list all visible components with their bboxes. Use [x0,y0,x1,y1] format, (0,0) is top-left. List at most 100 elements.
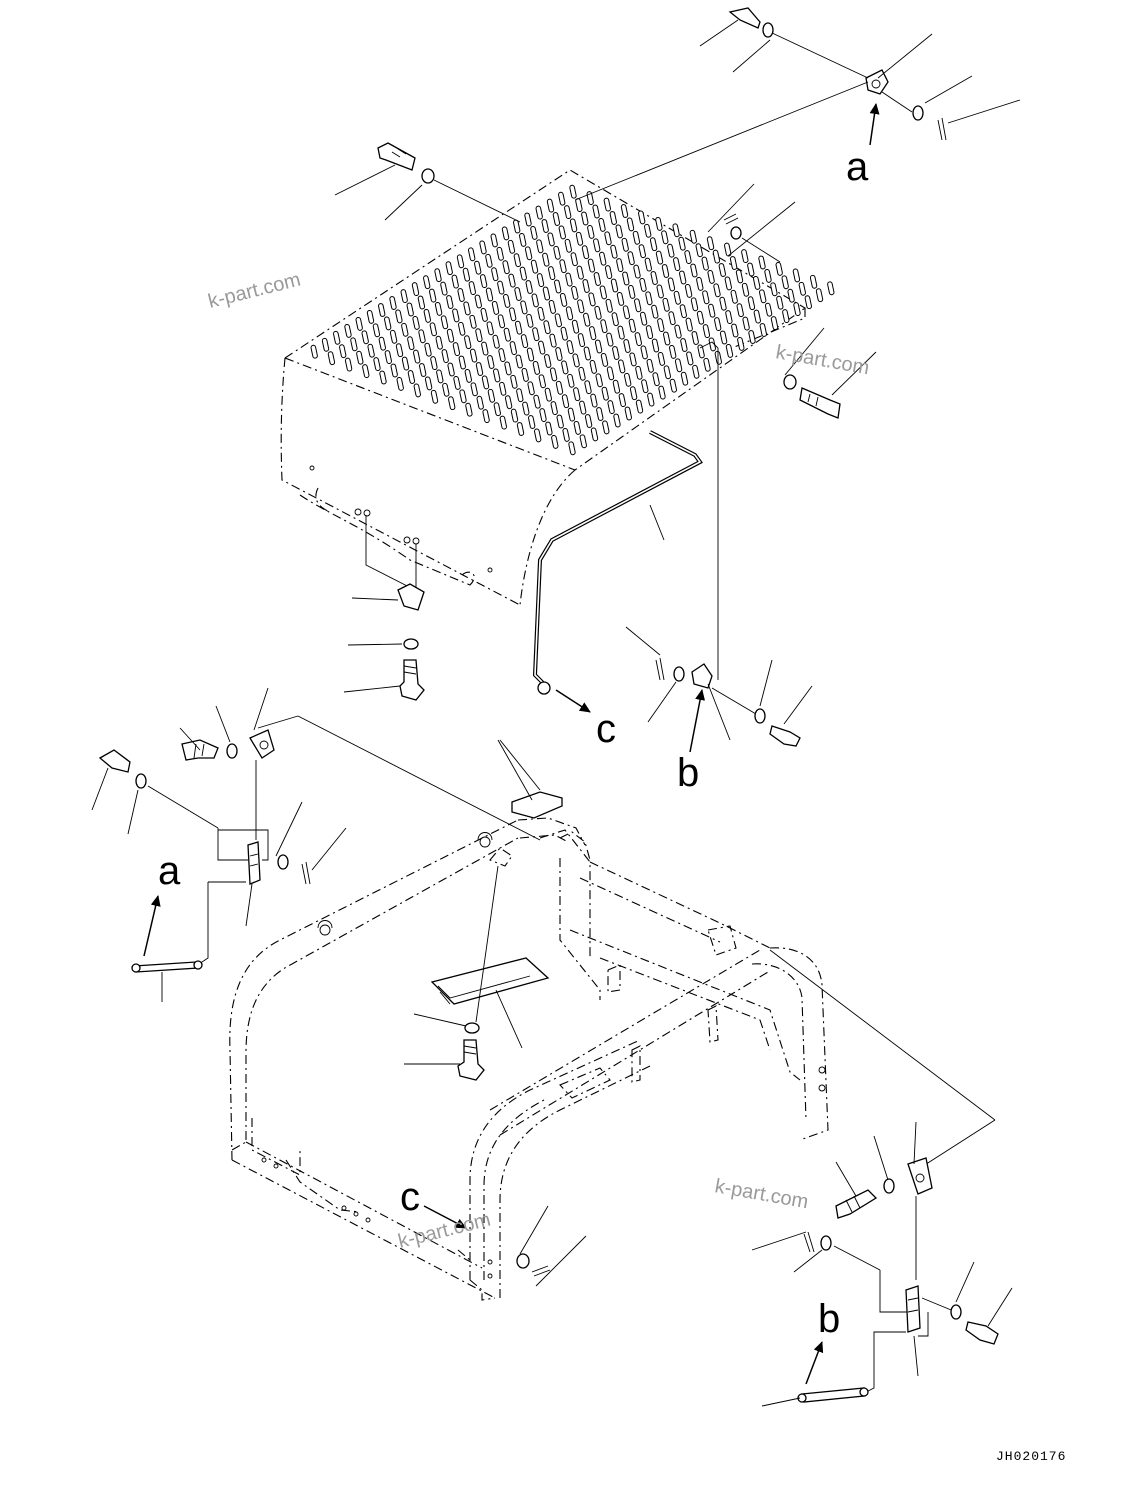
perforation-slot [366,309,375,324]
perforation-slot [575,198,583,213]
perforation-slot [770,316,779,331]
perforation-slot [662,297,670,312]
perforation-slot [680,338,688,352]
perforation-slot [639,277,647,292]
perforation-slot [629,352,637,367]
perforation-slot [479,274,488,289]
perforation-slot [429,322,437,337]
watermark-2: k-part.com [774,341,871,379]
perforation-slot [451,274,459,289]
perforation-slot [464,335,472,350]
perforation-slot [481,375,490,390]
perforation-slot [747,296,756,311]
perforation-slot [486,321,494,336]
perforation-slot [719,330,728,345]
perforation-slot [554,279,562,294]
perforation-slot [561,394,570,409]
perforation-slot [526,313,534,328]
perforation-slot [470,382,478,397]
perforation-slot [661,264,670,278]
perforation-slot [463,301,471,316]
perforation-slot [764,302,773,317]
perforation-slot [729,256,738,270]
perforation-slot [584,380,592,395]
perforation-slot [640,345,648,360]
perforation-slot [551,434,559,449]
perforation-slot [731,323,739,338]
perforation-slot [792,268,801,283]
perforation-slot [542,252,550,267]
perforation-slot [581,245,590,260]
perforation-slot [516,422,525,436]
perforation-slot [446,328,455,343]
perforation-slot [571,285,579,300]
perforation-slot [809,274,818,289]
guard-cover [280,169,835,606]
perforation-slot [384,316,392,331]
perforation-slot [679,304,687,319]
perforation-slot [513,253,521,268]
perforation-slot [748,330,756,344]
perforation-slot [680,371,689,386]
perforation-slot [764,268,772,283]
perforation-slot [579,434,587,449]
perforation-slot [639,311,648,326]
perforation-slot [669,378,677,393]
perforation-slot [798,281,806,296]
perforation-slot [474,260,482,275]
perforation-slot [567,373,575,388]
perforation-slot [706,236,715,251]
perforation-slot [612,346,620,360]
perforation-slot [674,358,683,373]
perforation-slot [535,205,543,220]
perforation-slot [559,259,567,274]
perforation-slot [804,295,812,310]
perforation-slot [633,264,641,279]
perforation-slot [558,225,566,240]
perforation-slot [689,229,697,244]
perforation-slot [498,348,506,363]
perforation-slot [525,280,533,294]
perforation-slot [327,351,336,366]
perforation-slot [493,368,501,383]
perforation-slot [446,295,454,309]
frame-pin-c: c [400,1175,587,1287]
perforation-slot [674,324,682,339]
perforation-slot [713,283,721,298]
perforation-slot [770,282,778,297]
perforation-slot [479,240,487,255]
perforation-slot [491,267,499,282]
perforation-slot [736,303,744,318]
perforation-slot [602,420,610,435]
perforation-slot [644,257,652,272]
perforation-slot [626,217,635,232]
perforation-slot [587,224,595,239]
perforation-slot [564,238,572,253]
perforation-slot [520,334,529,349]
perforation-slot [672,223,680,238]
perforation-slot [616,258,624,273]
perforation-slot [453,375,461,390]
perforation-slot [621,237,629,252]
bolt-cover-right [783,327,877,419]
perforation-slot [576,265,584,280]
perforation-slot [575,231,584,246]
perforation-slot [644,223,652,238]
perforation-slot [519,266,527,281]
perforation-slot [481,341,489,356]
perforation-slot [378,303,386,317]
perforation-slot [718,263,726,277]
perforation-slot [787,288,795,303]
perforation-slot [725,310,733,325]
perforation-slot [548,299,556,314]
perforation-slot [396,376,404,391]
perforation-slot [616,291,625,306]
perforation-slot [362,364,370,379]
perforation-slot [590,427,599,442]
perforation-slot [579,400,587,415]
perforation-slot [561,360,569,375]
perforation-slot [604,231,612,246]
perforation-slot [730,289,738,304]
perforation-slot [384,350,392,365]
perforation-slot [793,302,801,317]
